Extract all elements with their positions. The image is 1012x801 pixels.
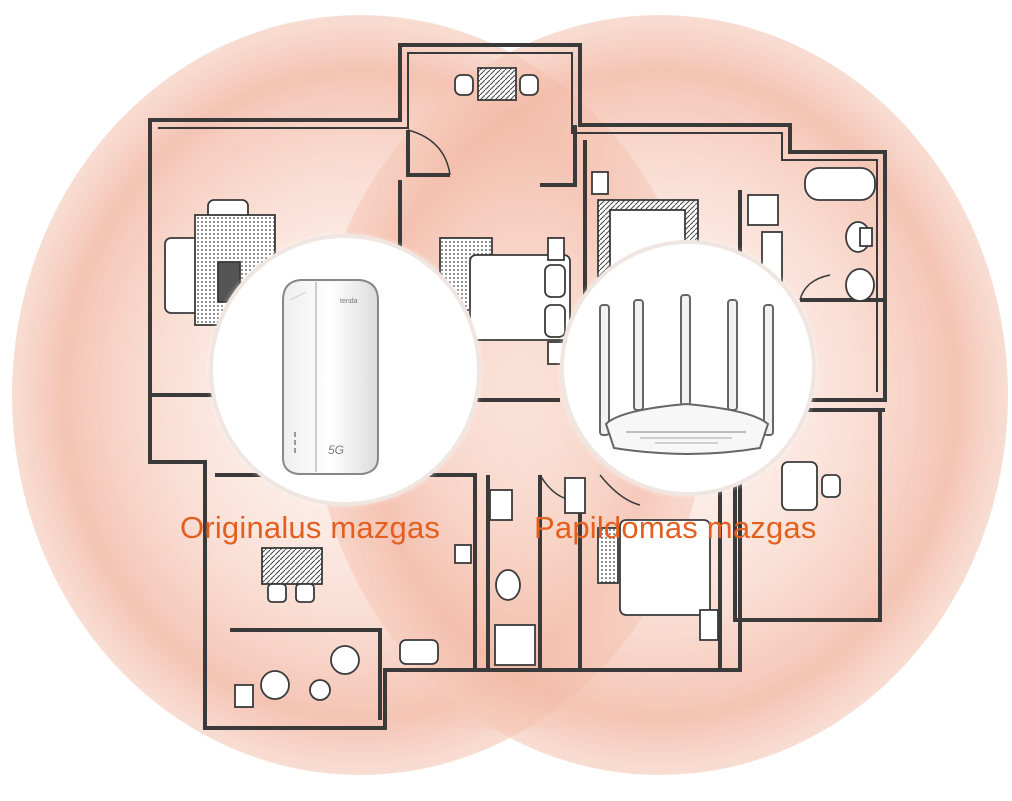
mesh-router-icon: tenda 5G bbox=[282, 279, 379, 475]
bathtub bbox=[804, 167, 876, 201]
node-original: tenda 5G bbox=[205, 230, 485, 510]
dining-table bbox=[477, 67, 517, 101]
table-lower-left bbox=[261, 547, 323, 585]
label-additional-node: Papildomas mazgas bbox=[534, 510, 817, 545]
router-badge-text: 5G bbox=[328, 443, 344, 457]
antenna-router-icon bbox=[599, 294, 774, 455]
bed-lower-right bbox=[619, 519, 711, 616]
node-additional bbox=[556, 236, 820, 500]
router-brand-text: tenda bbox=[340, 298, 358, 305]
furniture bbox=[164, 67, 876, 708]
label-original-node: Originalus mazgas bbox=[180, 510, 441, 545]
